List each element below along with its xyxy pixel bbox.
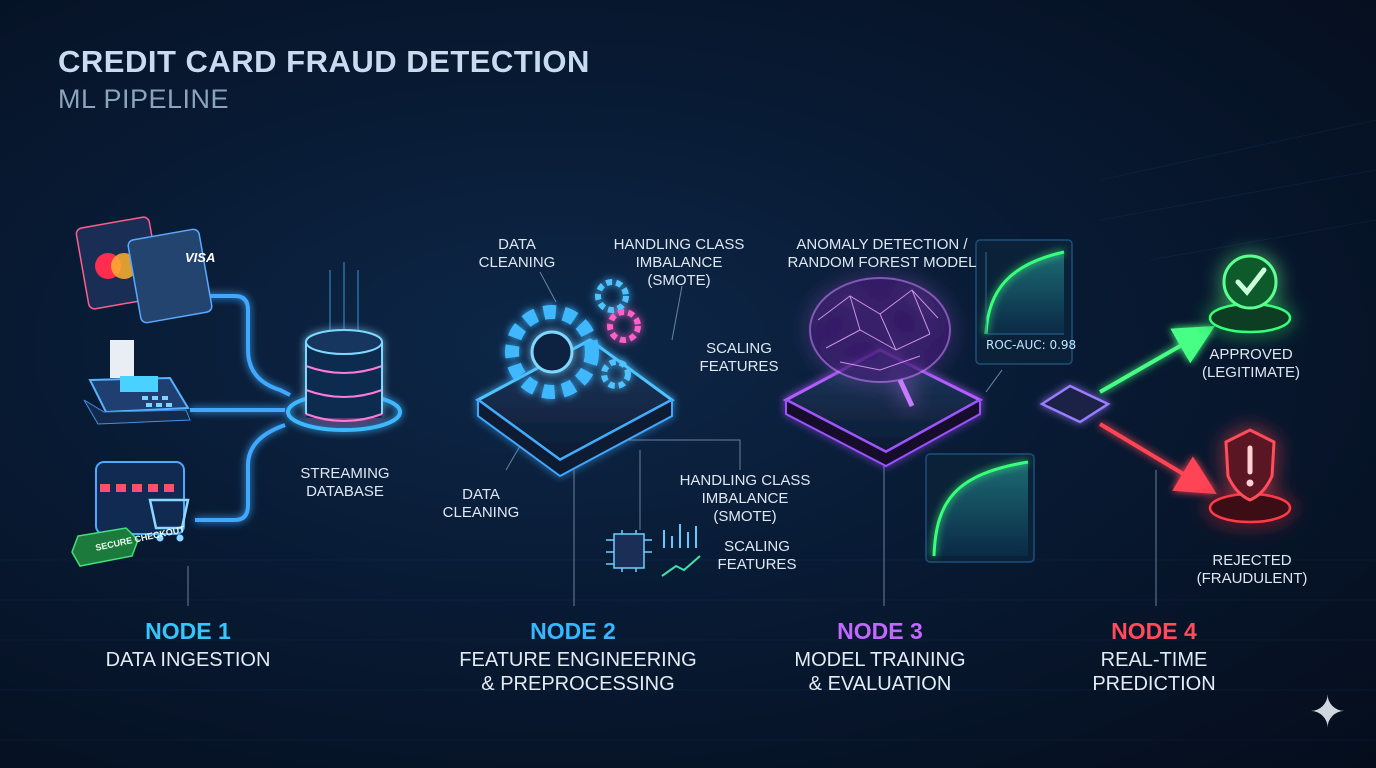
bar-chart-icon — [661, 524, 701, 577]
node3-desc: MODEL TRAINING & EVALUATION — [794, 649, 966, 695]
credit-card-icon: VISA — [75, 216, 215, 324]
data-cleaning-top-label: DATA CLEANING — [478, 236, 556, 271]
imbalance-top-label: HANDLING CLASS IMBALANCE (SMOTE) — [613, 236, 745, 289]
pos-terminal-icon — [83, 340, 191, 425]
warning-shield-icon — [1208, 428, 1292, 524]
page-title: CREDIT CARD FRAUD DETECTION — [58, 44, 590, 79]
roc-callout — [985, 369, 1003, 393]
node1-desc: DATA INGESTION — [105, 649, 271, 671]
ingestion-lines — [190, 294, 291, 522]
node4-desc: REAL-TIME PREDICTION — [1092, 649, 1216, 695]
database-beams — [329, 262, 359, 330]
brain-icon — [809, 277, 951, 408]
chip-icon — [606, 530, 652, 572]
approved-label: APPROVED (LEGITIMATE) — [1201, 346, 1301, 381]
roc-chart-icon-2 — [925, 453, 1035, 563]
node2-platform — [475, 338, 675, 478]
scaling-bottom-label: SCALING FEATURES — [717, 538, 797, 573]
roc-auc-label: ROC-AUC: 0.98 — [986, 338, 1077, 352]
gear-icon — [505, 279, 641, 399]
visa-text: VISA — [185, 250, 215, 265]
node2-callouts — [505, 271, 741, 606]
data-cleaning-bottom-label: DATA CLEANING — [442, 486, 520, 521]
arrow-to-rejected — [1098, 422, 1217, 495]
database-label: STREAMING DATABASE — [300, 465, 390, 500]
arrow-to-approved — [1099, 326, 1215, 394]
rejected-label: REJECTED (FRAUDULENT) — [1196, 552, 1308, 587]
page-subtitle: ML PIPELINE — [58, 84, 230, 114]
model-label: ANOMALY DETECTION / RANDOM FOREST MODEL — [787, 236, 977, 271]
shopping-cart-icon: SECURE CHECKOUT — [71, 461, 190, 567]
decision-node — [1039, 384, 1111, 424]
database-icon — [286, 329, 402, 432]
imbalance-bottom-label: HANDLING CLASS IMBALANCE (SMOTE) — [679, 472, 811, 525]
roc-chart-icon — [975, 239, 1073, 365]
scaling-mid-label: SCALING FEATURES — [699, 340, 779, 375]
node1-title: NODE 1 — [145, 618, 231, 644]
node4-title: NODE 4 — [1111, 618, 1197, 644]
sparkle-icon: ✦ — [1309, 688, 1346, 737]
node2-desc: FEATURE ENGINEERING & PREPROCESSING — [459, 649, 697, 695]
background-grid — [0, 119, 1376, 741]
node2-title: NODE 2 — [530, 618, 616, 644]
checkmark-icon — [1208, 254, 1292, 334]
node3-title: NODE 3 — [837, 618, 923, 644]
node3-callouts — [883, 466, 1157, 606]
